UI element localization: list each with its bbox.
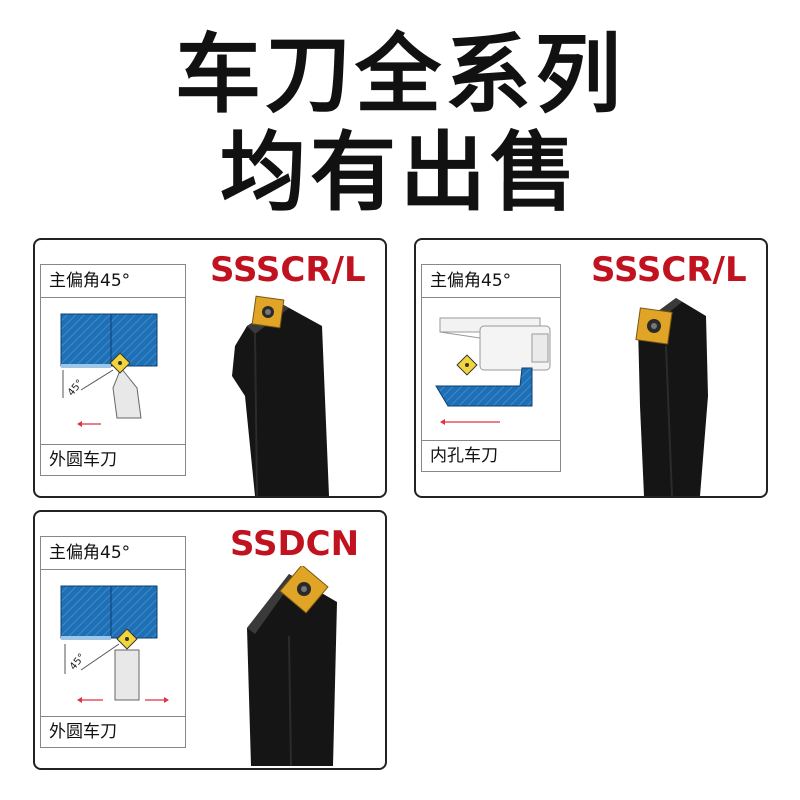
angle-label: 主偏角45° (41, 537, 185, 570)
external-turning-diagram: 45° (60, 313, 158, 427)
model-label: SSSCR/L (591, 250, 747, 290)
tool-photo-ssscr-external (232, 295, 329, 496)
workpiece (60, 313, 158, 367)
tool-shank (114, 649, 140, 701)
internal-boring-diagram (435, 317, 551, 425)
diagram-panel: 主偏角45° 内孔车刀 (421, 264, 561, 472)
angle-mark: 45° (68, 652, 88, 673)
angle-mark: 45° (66, 378, 86, 399)
tool-photo-ssdcn (247, 566, 337, 766)
model-label: SSDCN (230, 524, 360, 564)
type-label: 外圆车刀 (41, 444, 185, 475)
diagram-panel: 主偏角45° 45° 外圆车刀 (40, 536, 186, 748)
type-label: 内孔车刀 (422, 440, 560, 471)
model-label: SSSCR/L (210, 250, 366, 290)
diagram-panel: 主偏角45° 45° 外圆车刀 (40, 264, 186, 476)
angle-label: 主偏角45° (41, 265, 185, 298)
workpiece (60, 585, 158, 639)
tool-photo-ssscr-boring (635, 298, 708, 496)
headline-line-1: 车刀全系列 (175, 25, 625, 125)
tool-shank (112, 367, 142, 419)
product-card-2[interactable]: SSSCR/L 主偏角45° 内孔车刀 (414, 238, 768, 498)
product-card-3[interactable]: SSDCN 主偏角45° 45° 外圆车刀 (33, 510, 387, 770)
workpiece (435, 367, 533, 407)
external-turning-diagram: 45° (60, 585, 169, 703)
type-label: 外圆车刀 (41, 716, 185, 747)
headline-line-2: 均有出售 (220, 123, 580, 223)
angle-label: 主偏角45° (422, 265, 560, 298)
product-card-1[interactable]: SSSCR/L 主偏角45° 45° 外圆车刀 (33, 238, 387, 498)
